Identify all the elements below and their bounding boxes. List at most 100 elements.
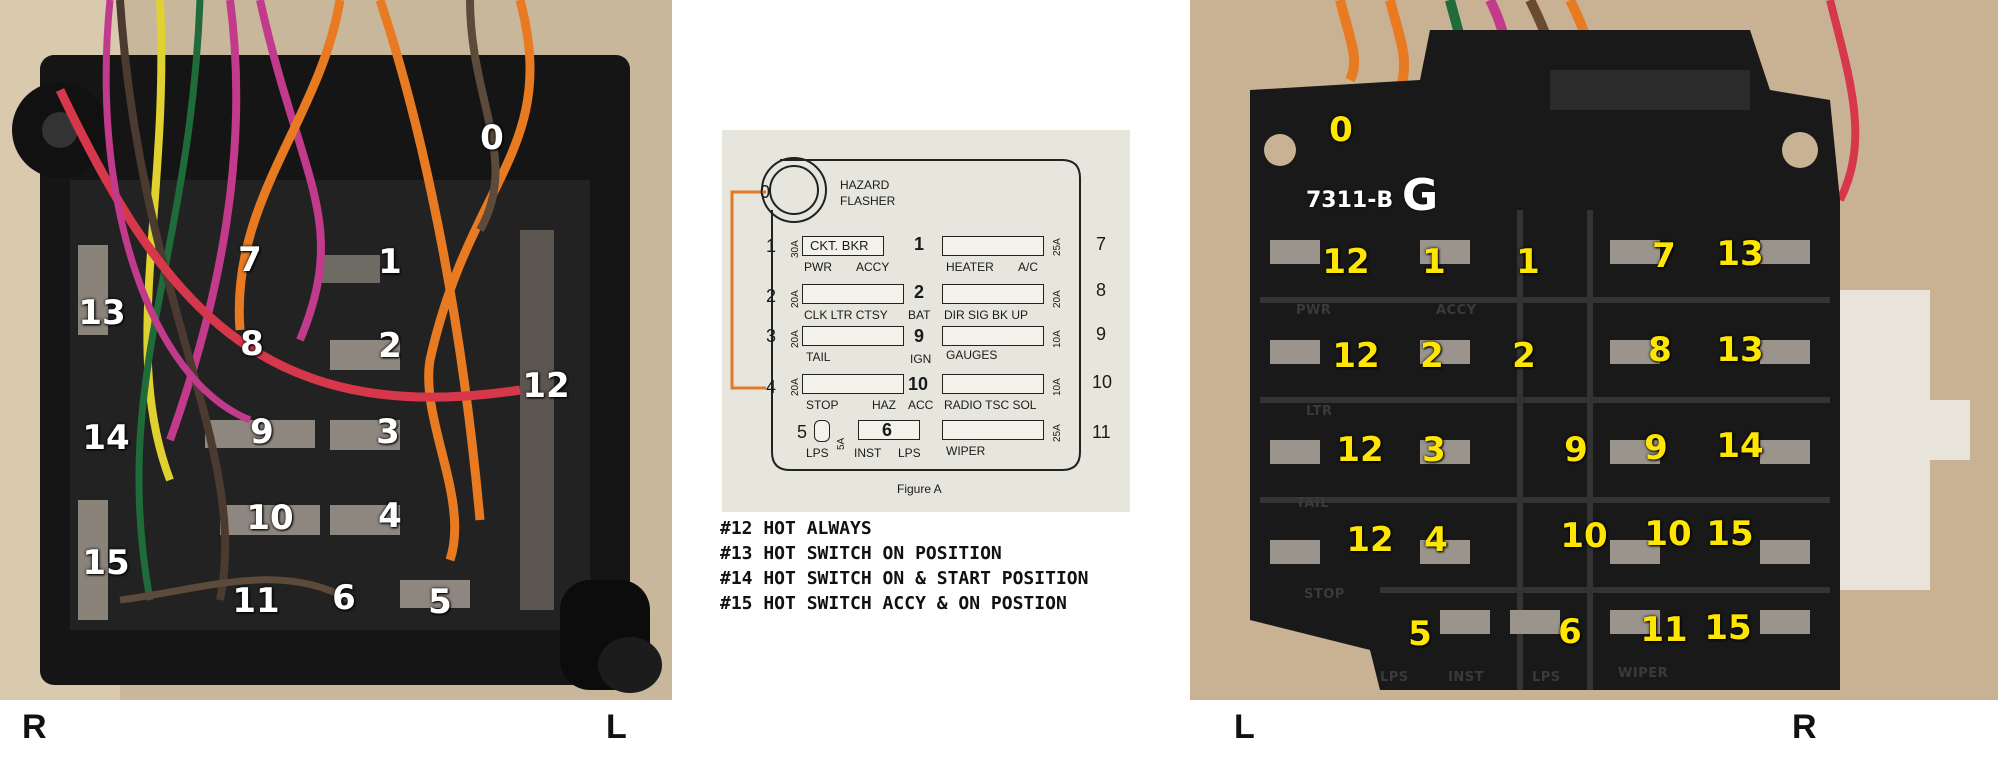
- fig-amp-25a-2: 25A: [1052, 424, 1063, 442]
- fig-slot-dirsig: [942, 284, 1044, 304]
- right-label-13-r1: 13: [1716, 234, 1764, 274]
- mold-tail: TAIL: [1296, 496, 1330, 511]
- fig-lps2-label: LPS: [898, 446, 921, 460]
- left-label-8: 8: [240, 324, 264, 364]
- fig-row-1: 1: [766, 236, 777, 256]
- fig-amp-10a-2: 10A: [1052, 378, 1063, 396]
- right-label-9-b: 9: [1644, 428, 1668, 468]
- right-photo-side-l: L: [1234, 708, 1255, 746]
- fig-slot-clk: [802, 284, 904, 304]
- left-label-2: 2: [378, 326, 402, 366]
- fig-row-9: 9: [1096, 324, 1107, 344]
- fig-amp-20a-3: 20A: [790, 378, 801, 396]
- fig-heater-label: HEATER: [946, 260, 994, 274]
- right-label-4: 4: [1424, 520, 1448, 560]
- legend-line-14: #14 HOT SWITCH ON & START POSITION: [720, 568, 1089, 589]
- right-label-8: 8: [1648, 330, 1672, 370]
- fig-amp-30a: 30A: [790, 240, 801, 258]
- fig-radio-label: RADIO TSC SOL: [944, 398, 1037, 412]
- mold-lps-2: LPS: [1532, 670, 1561, 685]
- fig-amp-20a-2: 20A: [790, 330, 801, 348]
- fig-center-9: 9: [914, 326, 925, 346]
- figure-a-diagram: HAZARD FLASHER 0 1 2 3 4 5 7 8 9 10 11 3…: [722, 130, 1130, 512]
- mold-accy: ACCY: [1436, 303, 1477, 318]
- left-label-6: 6: [332, 578, 356, 618]
- fig-wiper-label: WIPER: [946, 444, 986, 458]
- right-stamp-g: G: [1402, 170, 1439, 221]
- right-label-0: 0: [1329, 110, 1353, 150]
- fig-row-11: 11: [1092, 422, 1111, 442]
- fig-slot-wiper: [942, 420, 1044, 440]
- fig-clk-label: CLK LTR CTSY: [804, 308, 888, 322]
- fig-row-3: 3: [766, 326, 777, 346]
- right-label-14: 14: [1716, 426, 1764, 466]
- fig-row-7: 7: [1096, 234, 1107, 254]
- fig-ckt-bkr-label: CKT. BKR: [810, 238, 869, 253]
- fig-row-2: 2: [766, 286, 777, 306]
- fig-flasher-label: FLASHER: [840, 194, 896, 208]
- right-photo-side-r: R: [1792, 708, 1817, 746]
- left-label-11: 11: [232, 581, 280, 621]
- right-label-15-r5: 15: [1704, 608, 1752, 648]
- left-photo-side-l: L: [606, 708, 627, 746]
- left-label-9: 9: [250, 412, 274, 452]
- fig-ign-label: IGN: [910, 352, 932, 366]
- fig-lps1-label: LPS: [806, 446, 829, 460]
- fig-caption: Figure A: [897, 482, 942, 496]
- fig-slot-5: [814, 420, 830, 442]
- fig-accy-label: ACCY: [856, 260, 890, 274]
- right-label-10-b: 10: [1644, 514, 1692, 554]
- right-fuse-box-photo: [1190, 0, 1998, 700]
- fig-inst-label: INST: [854, 446, 882, 460]
- fig-stop-label: STOP: [806, 398, 839, 412]
- fig-slot-ckt-bkr: [802, 236, 884, 256]
- fig-gauges-label: GAUGES: [946, 348, 998, 362]
- fig-haz-label: HAZ: [872, 398, 896, 412]
- fig-center-2: 2: [914, 282, 925, 302]
- mold-stop: STOP: [1304, 587, 1345, 602]
- mold-ltr: LTR: [1306, 404, 1333, 419]
- right-label-11: 11: [1640, 610, 1688, 650]
- fig-center-1: 1: [914, 234, 925, 254]
- left-label-5: 5: [428, 582, 452, 622]
- right-label-1-a: 1: [1422, 242, 1446, 282]
- fig-slot-radio: [942, 374, 1044, 394]
- fig-row-5: 5: [797, 422, 808, 442]
- right-label-12-r3: 12: [1336, 430, 1384, 470]
- left-photo-side-r: R: [22, 708, 47, 746]
- right-label-1-b: 1: [1516, 242, 1540, 282]
- right-label-10-a: 10: [1560, 516, 1608, 556]
- fig-slot-stop: [802, 374, 904, 394]
- right-label-7: 7: [1652, 236, 1676, 276]
- fig-dirsig-label: DIR SIG BK UP: [944, 308, 1029, 322]
- fig-row-8: 8: [1096, 280, 1107, 300]
- fig-bat-label: BAT: [908, 308, 931, 322]
- fig-row-0: 0: [760, 182, 771, 202]
- right-label-2-a: 2: [1420, 336, 1444, 376]
- right-label-12-r1: 12: [1322, 242, 1370, 282]
- left-label-1: 1: [378, 242, 402, 282]
- fig-amp-5a: 5A: [836, 437, 847, 450]
- fig-slot-6-number: 6: [882, 420, 893, 440]
- fig-amp-20a-1: 20A: [790, 290, 801, 308]
- right-label-13-r2: 13: [1716, 330, 1764, 370]
- fig-slot-heater: [942, 236, 1044, 256]
- fig-row-10: 10: [1092, 372, 1113, 392]
- right-stamp-code: 7311-B: [1306, 188, 1394, 213]
- fig-amp-10a-1: 10A: [1052, 330, 1063, 348]
- fig-slot-6: [858, 420, 920, 440]
- left-label-0: 0: [480, 118, 504, 158]
- left-label-13: 13: [78, 293, 126, 333]
- left-label-4: 4: [378, 496, 402, 536]
- fig-slot-gauges: [942, 326, 1044, 346]
- legend-line-13: #13 HOT SWITCH ON POSITION: [720, 543, 1002, 564]
- mold-inst: INST: [1448, 670, 1484, 685]
- fig-hazard-label: HAZARD: [840, 178, 890, 192]
- mold-wiper: WIPER: [1618, 666, 1669, 681]
- left-fuse-box-photo: [0, 0, 672, 700]
- left-label-7: 7: [238, 240, 262, 280]
- right-label-5: 5: [1408, 614, 1432, 654]
- right-label-3: 3: [1422, 430, 1446, 470]
- right-label-6: 6: [1558, 612, 1582, 652]
- left-label-12: 12: [522, 366, 570, 406]
